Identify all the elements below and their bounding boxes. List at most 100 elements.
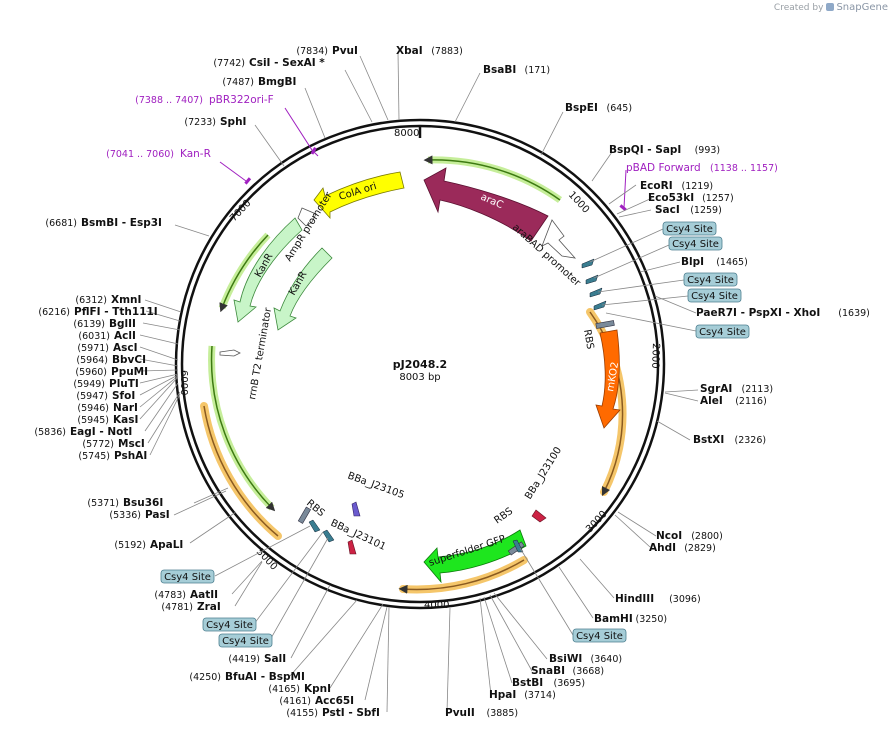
csy4-site-badge-9[interactable] (218, 633, 273, 648)
enzyme-pvui-label[interactable]: PvuI (332, 45, 358, 57)
enzyme-bsiwi-label[interactable]: BsiWI (549, 653, 582, 665)
primer-pbr322ori-f-label[interactable]: pBR322ori-F (209, 94, 274, 106)
mko2-feature[interactable] (595, 329, 621, 429)
enzyme-bamhi-label[interactable]: BamHI (594, 613, 633, 625)
enzyme-bspqi-sapi-label[interactable]: BspQI - SapI (609, 144, 681, 156)
enzyme-sphi-label[interactable]: SphI (220, 116, 246, 128)
csy4-glyph-1[interactable] (581, 258, 595, 269)
enzyme-bsabi-label[interactable]: BsaBI (483, 64, 516, 76)
enzyme-xbai-label[interactable]: XbaI (396, 45, 423, 57)
enzyme-ecori-label[interactable]: EcoRI (640, 180, 673, 192)
enzyme-xmni-position: (6312) (75, 295, 107, 306)
plasmid-length: 8003 bp (399, 372, 440, 383)
enzyme-bspei-label[interactable]: BspEI (565, 102, 598, 114)
csy4-glyph-4[interactable] (593, 300, 607, 311)
enzyme-hindiii-label[interactable]: HindIII (615, 593, 654, 605)
csy4-glyph-7[interactable] (322, 529, 335, 543)
csy4-site-badge-5[interactable] (695, 324, 750, 339)
enzyme-asci-label[interactable]: AscI (113, 342, 138, 354)
csy4-glyph-6[interactable] (308, 519, 321, 533)
rbs-3-label: RBS (304, 498, 326, 519)
enzyme-sgrai-label[interactable]: SgrAI (700, 383, 732, 395)
primer-pbad-forward-label[interactable]: pBAD Forward (626, 162, 701, 174)
enzyme-bstxi-label[interactable]: BstXI (693, 434, 724, 446)
primer-kan-r-label[interactable]: Kan-R (180, 148, 211, 160)
enzyme-eagi-noti-label[interactable]: EagI - NotI (70, 426, 132, 438)
bba-j23101-feature[interactable] (347, 539, 357, 555)
enzyme-kasi-label[interactable]: KasI (113, 414, 138, 426)
cola-ori-feature[interactable] (313, 171, 405, 220)
enzyme-aatii-label[interactable]: AatII (190, 589, 218, 601)
enzyme-bmgbi-label[interactable]: BmgBI (258, 76, 296, 88)
enzyme-alei-label[interactable]: AleI (700, 395, 723, 407)
pbr322ori-f-leader (284, 107, 319, 157)
enzyme-asci-position: (5971) (77, 343, 109, 354)
enzyme-bbvci-label[interactable]: BbvCI (112, 354, 146, 366)
csy4-site-badge-6[interactable] (572, 628, 627, 643)
enzyme-pluti-label[interactable]: PluTI (109, 378, 139, 390)
enzyme-ppumi-label[interactable]: PpuMI (111, 366, 148, 378)
enzyme-pasi-label[interactable]: PasI (145, 509, 170, 521)
kanr-feature-inner[interactable] (273, 247, 333, 331)
enzyme-csii-sexai-label[interactable]: CsiI - SexAI * (249, 57, 325, 69)
superfolder-gfp-feature[interactable] (423, 529, 527, 584)
enzyme-bsmbi-esp3i-position: (6681) (45, 218, 77, 229)
snapgene-logo-icon (826, 3, 835, 11)
enzyme-pshai-label[interactable]: PshAI (114, 450, 147, 462)
csy4-site-badge-7[interactable] (160, 569, 215, 584)
enzyme-msci-label[interactable]: MscI (118, 438, 145, 450)
arac-feature[interactable] (423, 167, 549, 242)
enzyme-saci-label[interactable]: SacI (655, 204, 680, 216)
bba-j23100-feature[interactable] (531, 509, 547, 523)
csy4-site-badge-3[interactable] (683, 272, 738, 287)
tick-7000: 7000 (228, 198, 253, 224)
enzyme-bstbi-label[interactable]: BstBI (512, 677, 543, 689)
enzyme-xmni-label[interactable]: XmnI (111, 294, 141, 306)
enzyme-bfuai-bspmi-label[interactable]: BfuAI - BspMI (225, 671, 305, 683)
enzyme-apali-label[interactable]: ApaLI (150, 539, 183, 551)
enzyme-psti-sbfi-label[interactable]: PstI - SbfI (322, 707, 380, 719)
csy4-site-badge-2[interactable] (668, 236, 723, 251)
enzyme-eco53ki-label[interactable]: Eco53kI (648, 192, 694, 204)
enzyme-bsmbi-esp3i-label[interactable]: BsmBI - Esp3I (81, 217, 162, 229)
kanr-feature-outer[interactable] (233, 217, 303, 323)
arabad-promoter-feature[interactable] (541, 219, 577, 259)
enzyme-zrai-label[interactable]: ZraI (197, 601, 221, 613)
csy4-glyph-3[interactable] (589, 287, 603, 298)
csy4-site-badge-label-8: Csy4 Site (206, 620, 253, 631)
enzyme-pflfi-tth111i-position: (6216) (38, 307, 70, 318)
enzyme-sali-label[interactable]: SalI (264, 653, 286, 665)
rbs-1-mark[interactable] (595, 320, 615, 329)
ampr-promoter-feature[interactable] (297, 207, 317, 227)
csy4-site-badge-4[interactable] (687, 288, 742, 303)
enzyme-kpni-label[interactable]: KpnI (304, 683, 331, 695)
enzyme-acli-label[interactable]: AclI (114, 330, 136, 342)
enzyme-bsu36i-label[interactable]: Bsu36I (123, 497, 163, 509)
enzyme-sfoi-label[interactable]: SfoI (112, 390, 135, 402)
pbr322ori-f-mark[interactable] (310, 147, 317, 155)
enzyme-bamhi-position: (3250) (636, 614, 668, 625)
enzyme-hpai-label[interactable]: HpaI (489, 689, 516, 701)
enzyme-ncoi-label[interactable]: NcoI (656, 530, 682, 542)
enzyme-paer7i-pspxi-xhoi-label[interactable]: PaeR7I - PspXI - XhoI (696, 307, 820, 319)
enzyme-blpi-label[interactable]: BlpI (681, 256, 704, 268)
enzyme-ahdi-label[interactable]: AhdI (649, 542, 676, 554)
csy4-glyph-2[interactable] (585, 274, 599, 285)
enzyme-acc65i-label[interactable]: Acc65I (315, 695, 354, 707)
pbad-forward-mark[interactable] (619, 204, 627, 212)
rrnb-terminator-feature[interactable] (219, 349, 241, 357)
csy4-site-badge-8[interactable] (202, 617, 257, 632)
enzyme-bbvci-position: (5964) (76, 355, 108, 366)
enzyme-nari-label[interactable]: NarI (113, 402, 138, 414)
enzyme-pflfi-tth111i-label[interactable]: PflFI - Tth111I (74, 306, 158, 318)
csy4-site-badge-1[interactable] (662, 221, 717, 236)
enzyme-pvuii-label[interactable]: PvuII (445, 707, 475, 719)
enzyme-snabi-label[interactable]: SnaBI (531, 665, 565, 677)
enzyme-xbai-position: (7883) (431, 46, 463, 57)
tick-6000: 6000 (178, 370, 189, 395)
bba-j23105-feature[interactable] (351, 501, 361, 517)
rbs-3-mark[interactable] (297, 506, 312, 524)
enzyme-bglii-label[interactable]: BglII (109, 318, 136, 330)
kan-r-primer-mark[interactable] (244, 177, 252, 185)
enzyme-bstbi-position: (3695) (554, 678, 586, 689)
